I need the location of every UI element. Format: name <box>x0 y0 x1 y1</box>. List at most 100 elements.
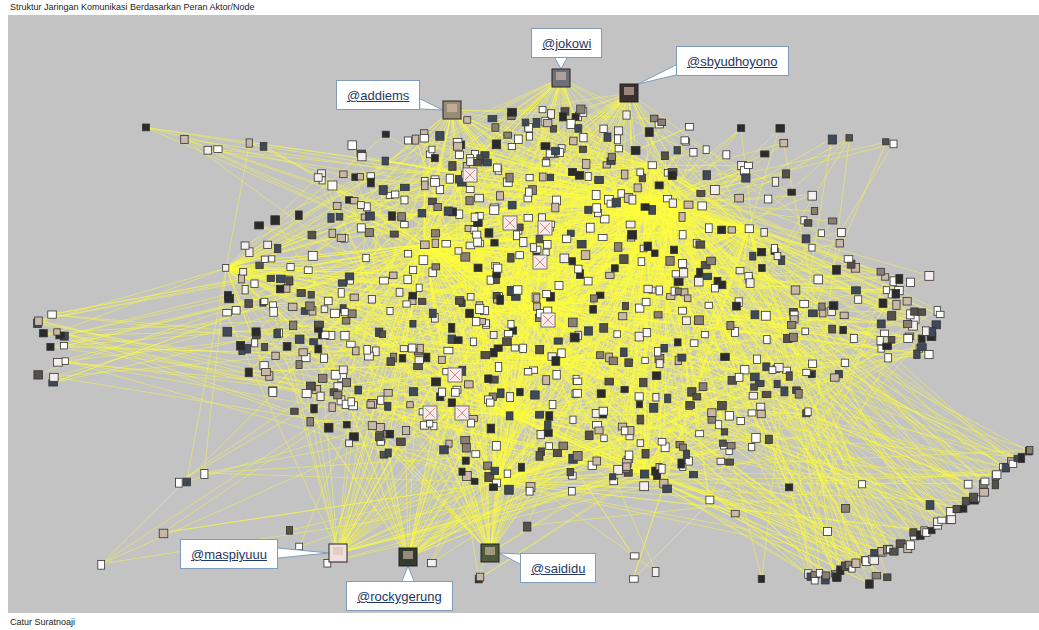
tie-line <box>187 268 226 482</box>
tie-line <box>762 356 787 578</box>
tie-line <box>645 207 911 313</box>
tie-line <box>807 318 914 410</box>
tie-line <box>629 93 822 233</box>
actor-node <box>614 127 622 135</box>
tie-line <box>490 178 530 553</box>
tie-line <box>273 305 490 553</box>
tie-line <box>439 135 667 199</box>
tie-line <box>383 110 452 281</box>
tie-line <box>783 338 956 509</box>
tie-line <box>555 128 779 360</box>
tie-line <box>474 93 629 342</box>
actor-node <box>726 459 734 465</box>
tie-line <box>226 135 386 268</box>
tie-line <box>226 142 249 268</box>
tie-line <box>772 354 929 374</box>
tie-line <box>404 93 629 349</box>
tie-line <box>394 110 452 357</box>
tie-line <box>629 93 652 291</box>
tie-line <box>354 201 496 483</box>
tie-line <box>644 249 827 531</box>
tie-line <box>667 199 940 315</box>
tie-line <box>53 313 767 377</box>
actor-node <box>703 171 710 180</box>
tie-line <box>355 177 490 553</box>
tie-line <box>645 207 921 312</box>
tie-line <box>452 110 518 230</box>
tie-line <box>761 361 887 549</box>
tie-line <box>338 127 528 553</box>
tie-line <box>667 199 893 280</box>
actor-node <box>516 252 524 259</box>
tie-line <box>667 199 983 492</box>
tie-line <box>101 207 644 564</box>
tie-line <box>204 415 509 473</box>
tie-line <box>763 332 1011 461</box>
tie-line <box>819 339 922 458</box>
tie-line <box>338 128 578 553</box>
tie-line <box>322 93 629 336</box>
tie-line <box>338 187 638 553</box>
tie-line <box>819 484 866 561</box>
tie-line <box>797 275 929 352</box>
tie-line <box>226 167 497 267</box>
tie-line <box>629 93 722 285</box>
tie-line <box>312 255 338 553</box>
tie-line <box>762 144 893 361</box>
tie-line <box>479 362 810 579</box>
tie-line <box>349 444 408 557</box>
tie-line <box>404 93 629 349</box>
tie-line <box>561 78 687 454</box>
tie-line <box>490 230 518 553</box>
tie-line <box>673 203 926 331</box>
tie-line <box>633 228 749 579</box>
tie-line <box>788 290 898 483</box>
tie-line <box>338 189 383 553</box>
tie-line <box>226 268 347 425</box>
tie-line <box>389 453 408 557</box>
tie-line <box>338 453 389 553</box>
tie-line <box>629 93 845 363</box>
tie-line <box>798 451 808 573</box>
tie-line <box>633 392 819 579</box>
tie-line <box>652 165 765 232</box>
actor-node <box>390 231 398 237</box>
actor-node <box>272 352 279 359</box>
tie-line <box>422 302 490 553</box>
tie-line <box>629 93 697 243</box>
tie-line <box>652 165 820 573</box>
actor-node <box>851 287 860 294</box>
tie-line <box>452 110 596 425</box>
tie-line <box>452 110 755 314</box>
tie-line <box>341 399 490 553</box>
tie-line <box>452 110 844 316</box>
tie-line <box>37 268 226 323</box>
tie-line <box>490 291 675 553</box>
tie-line <box>50 207 644 347</box>
tie-line <box>341 399 490 553</box>
tie-line <box>781 324 936 471</box>
tie-line <box>452 110 654 119</box>
tie-line <box>523 93 629 348</box>
tie-line <box>338 310 831 553</box>
tie-line <box>440 93 629 396</box>
tie-line <box>408 170 744 557</box>
tie-line <box>490 318 539 553</box>
tie-line <box>255 331 408 557</box>
tie-line <box>424 244 973 500</box>
tie-line <box>204 268 226 473</box>
tie-line <box>204 473 496 483</box>
tie-line <box>796 325 985 482</box>
tie-line <box>496 78 561 143</box>
actor-nodes <box>34 105 1033 588</box>
tie-line <box>408 207 645 557</box>
tie-line <box>490 246 647 553</box>
tie-line <box>273 305 490 553</box>
tie-line <box>316 78 561 389</box>
tie-line <box>427 357 490 553</box>
tie-line <box>645 144 894 208</box>
tie-line <box>371 110 452 176</box>
tie-line <box>226 167 497 267</box>
actor-node <box>679 259 687 267</box>
